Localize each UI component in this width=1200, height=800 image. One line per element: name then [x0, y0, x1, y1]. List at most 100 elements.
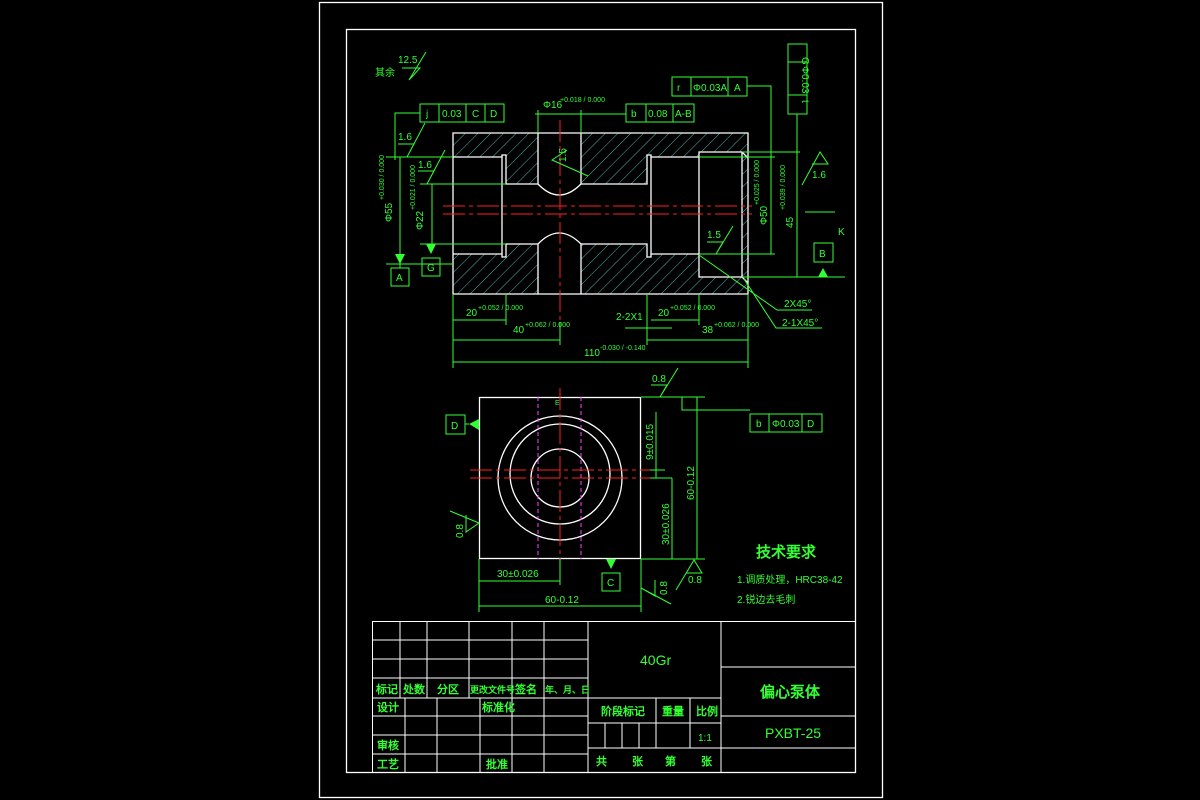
svg-text:张: 张	[632, 754, 644, 768]
svg-text:批准: 批准	[486, 757, 508, 771]
svg-text:+0.025 / 0.000: +0.025 / 0.000	[754, 160, 761, 205]
svg-text:重量: 重量	[662, 704, 684, 718]
top-view: E	[470, 388, 650, 568]
svg-text:+0.062 / 0.000: +0.062 / 0.000	[525, 322, 570, 329]
svg-text:0.08: 0.08	[648, 109, 668, 120]
svg-text:0.8: 0.8	[659, 581, 670, 595]
svg-text:A-B: A-B	[675, 109, 692, 120]
svg-text:共: 共	[596, 754, 607, 768]
svg-text:+0.052 / 0.000: +0.052 / 0.000	[670, 305, 715, 312]
svg-text:审核: 审核	[377, 738, 399, 752]
datum-a: A	[390, 254, 410, 287]
svg-text:0.8: 0.8	[688, 575, 702, 586]
svg-text:Φ22: Φ22	[415, 210, 426, 230]
svg-text:40Gr: 40Gr	[640, 652, 671, 668]
svg-text:技术要求: 技术要求	[756, 543, 817, 561]
svg-text:45: 45	[785, 216, 796, 228]
svg-text:b: b	[631, 109, 637, 120]
svg-text:+0.018 / 0.000: +0.018 / 0.000	[560, 97, 605, 104]
technical-requirements: 技术要求 1.调质处理，HRC38-42 2.锐边去毛刺	[737, 543, 843, 606]
svg-text:1.6: 1.6	[812, 170, 826, 181]
datum-c: C	[601, 559, 621, 592]
svg-text:0.03: 0.03	[442, 109, 462, 120]
svg-text:20: 20	[466, 308, 478, 319]
top-view-roughness: 0.8 0.8 0.8 0.8	[449, 367, 703, 605]
svg-text:其余: 其余	[375, 66, 395, 79]
svg-text:60-0.12: 60-0.12	[545, 595, 579, 606]
svg-text:签名: 签名	[514, 682, 537, 696]
tolerance-frame-5: b Φ0.03 D	[749, 413, 823, 433]
tolerance-frame-4: G Φ0.03 t	[787, 43, 810, 160]
svg-text:2X45°: 2X45°	[784, 299, 811, 310]
svg-text:1.调质处理，HRC38-42: 1.调质处理，HRC38-42	[737, 574, 843, 586]
svg-text:G: G	[799, 57, 810, 65]
svg-text:b: b	[756, 419, 762, 430]
svg-text:+0.052 / 0.000: +0.052 / 0.000	[478, 305, 523, 312]
svg-text:第: 第	[665, 754, 676, 768]
svg-text:Φ16: Φ16	[543, 100, 563, 111]
datum-g: G	[421, 244, 441, 277]
svg-text:D: D	[490, 109, 497, 120]
svg-text:Φ0.03A: Φ0.03A	[693, 83, 727, 94]
svg-text:0.8: 0.8	[652, 374, 666, 385]
svg-text:+0.062 / 0.000: +0.062 / 0.000	[714, 322, 759, 329]
svg-text:D: D	[451, 421, 458, 432]
tolerance-frame-3: r Φ0.03A A	[671, 76, 772, 160]
svg-text:工艺: 工艺	[377, 757, 399, 771]
svg-text:处数: 处数	[402, 682, 426, 696]
svg-text:2-2X1: 2-2X1	[616, 312, 643, 323]
svg-text:0.8: 0.8	[455, 524, 466, 538]
svg-text:t: t	[799, 100, 810, 103]
tolerance-frame-2: b 0.08 A-B	[590, 103, 695, 123]
section-roughness: 1.6 1.6 1.6 1.5 1.5	[398, 122, 829, 255]
svg-text:标记: 标记	[375, 682, 398, 696]
svg-text:C: C	[607, 578, 614, 589]
svg-text:20: 20	[658, 308, 670, 319]
svg-text:2-1X45°: 2-1X45°	[782, 318, 818, 329]
svg-text:30±0.026: 30±0.026	[661, 503, 672, 545]
svg-text:1.6: 1.6	[398, 132, 412, 143]
svg-text:1.5: 1.5	[707, 230, 721, 241]
svg-text:Φ55: Φ55	[384, 202, 395, 222]
svg-text:2.锐边去毛刺: 2.锐边去毛刺	[737, 593, 795, 606]
svg-text:D: D	[807, 419, 814, 430]
svg-text:更改文件号: 更改文件号	[470, 684, 515, 695]
section-view	[443, 120, 752, 322]
svg-text:110: 110	[584, 348, 600, 359]
svg-text:12.5: 12.5	[398, 55, 418, 66]
tolerance-frame-1: j 0.03 C D	[394, 103, 505, 160]
title-block	[372, 621, 856, 773]
top-view-dimensions: 9±0.015 60-0.12 30±0.026 30±0.026 60-0.1…	[478, 396, 750, 612]
svg-text:张: 张	[701, 754, 713, 768]
svg-text:年、月、日: 年、月、日	[545, 684, 590, 695]
svg-text:比例: 比例	[696, 704, 718, 718]
svg-text:分区: 分区	[437, 682, 459, 696]
svg-text:PXBT-25: PXBT-25	[765, 725, 821, 741]
svg-text:38: 38	[702, 325, 714, 336]
svg-text:标准化: 标准化	[481, 700, 515, 714]
svg-text:40: 40	[513, 325, 525, 336]
svg-text:60-0.12: 60-0.12	[686, 466, 697, 500]
svg-text:1.5: 1.5	[558, 148, 569, 162]
svg-text:E: E	[555, 400, 560, 407]
svg-text:+0.021 / 0.000: +0.021 / 0.000	[410, 165, 417, 210]
svg-text:30±0.026: 30±0.026	[497, 569, 539, 580]
svg-text:阶段标记: 阶段标记	[601, 704, 645, 718]
svg-text:Φ50: Φ50	[759, 205, 770, 225]
roughness-other: 其余 12.5	[375, 51, 427, 81]
svg-text:A: A	[396, 273, 403, 284]
svg-text:B: B	[819, 249, 826, 260]
svg-text:Φ0.03: Φ0.03	[772, 419, 800, 430]
svg-text:1.6: 1.6	[418, 160, 432, 171]
svg-text:G: G	[427, 263, 435, 274]
svg-text:+0.039 / 0.000: +0.039 / 0.000	[780, 165, 787, 210]
svg-text:+0.030 / 0.000: +0.030 / 0.000	[379, 155, 386, 200]
svg-text:-0.030 / -0.140: -0.030 / -0.140	[600, 345, 646, 352]
sheet-border	[318, 1, 884, 799]
svg-text:j: j	[425, 109, 428, 120]
title-block-text: 40Gr 偏心泵体 PXBT-25 标记 处数 分区 更改文件号 签名 年、月、…	[375, 652, 821, 771]
datum-d: D	[445, 414, 479, 435]
svg-text:1:1: 1:1	[698, 733, 712, 744]
datum-b: B	[813, 242, 834, 277]
